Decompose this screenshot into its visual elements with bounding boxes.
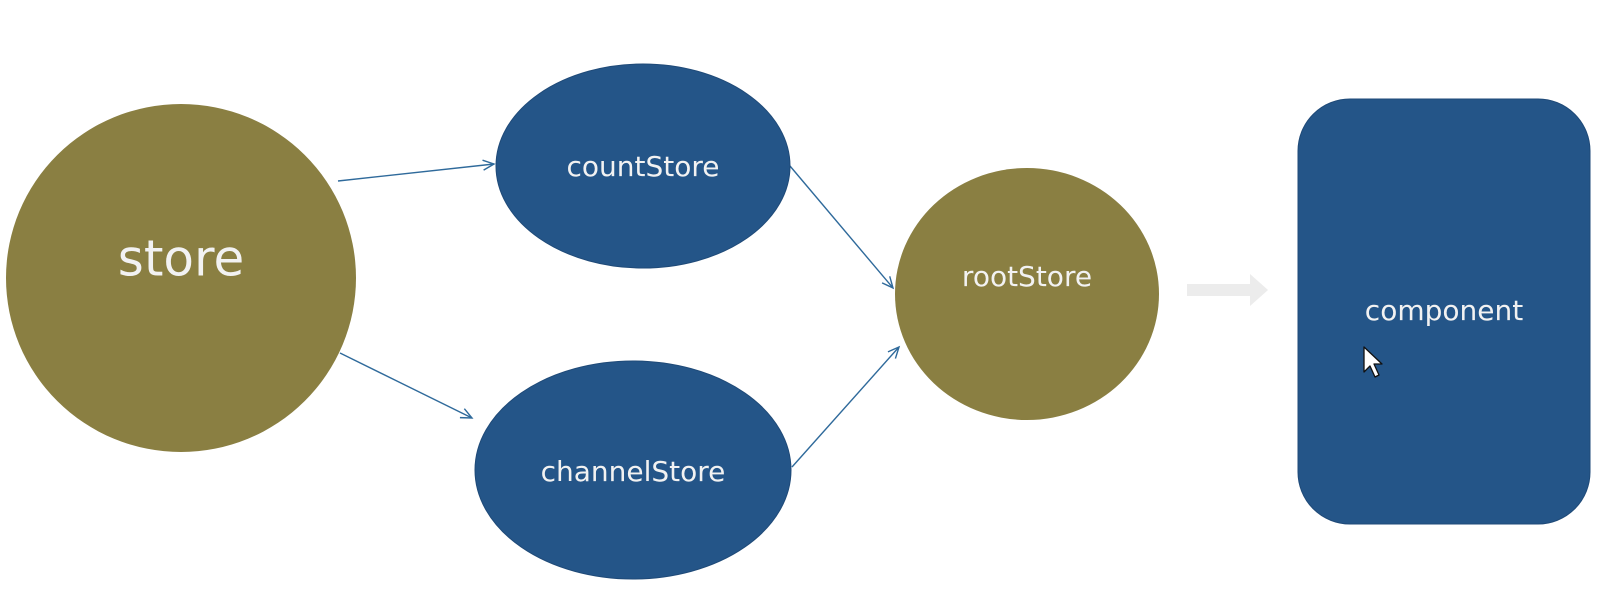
edge-channelstore-to-rootstore [791, 345, 901, 468]
channelstore-label: channelStore [541, 455, 726, 488]
component-box [1297, 98, 1591, 525]
store-circle [6, 104, 356, 452]
node-store: store [6, 104, 356, 452]
edge-store-to-channelstore [339, 352, 474, 419]
countstore-label: countStore [566, 150, 719, 183]
right-block-arrow-icon [1187, 274, 1268, 306]
countstore-ellipse [495, 63, 791, 269]
rootstore-label: rootStore [962, 260, 1092, 293]
channelstore-ellipse [474, 360, 792, 580]
node-countstore: countStore [495, 63, 791, 269]
edge-store-to-countstore [337, 159, 496, 182]
node-component: component [1297, 98, 1591, 525]
store-label: store [118, 230, 244, 288]
component-label: component [1365, 294, 1523, 327]
node-channelstore: channelStore [474, 360, 792, 580]
rootstore-ellipse [895, 168, 1159, 420]
node-rootstore: rootStore [895, 168, 1159, 420]
mouse-pointer-icon [1363, 346, 1383, 378]
edge-countstore-to-rootstore [789, 165, 895, 290]
